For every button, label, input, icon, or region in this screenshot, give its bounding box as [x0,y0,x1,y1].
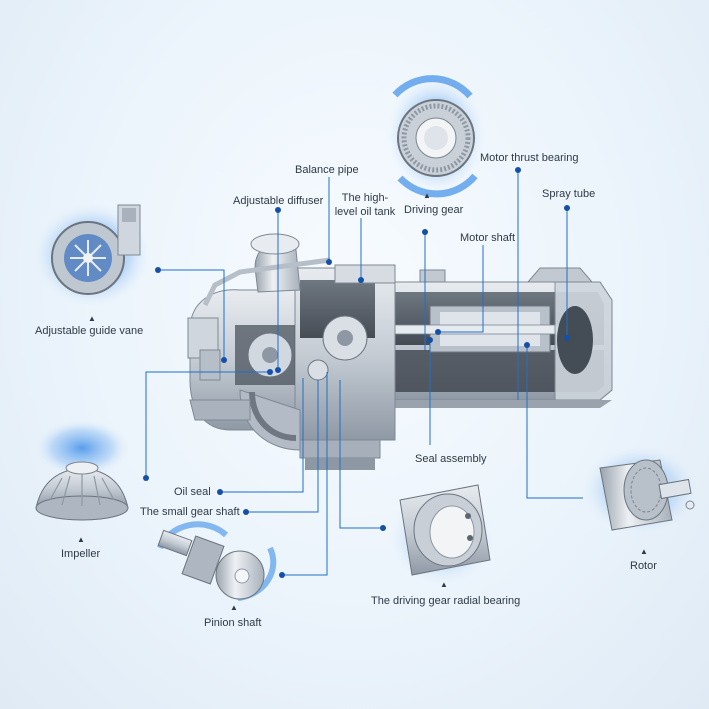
dot-guide-vane-end [221,357,227,363]
label-high-level-oil-tank: The high- level oil tank [334,192,396,218]
dot-guide-vane [155,267,161,273]
rotor-image [578,442,702,538]
label-pinion-shaft: Pinion shaft [204,617,262,629]
dot-driving-gear [422,229,428,235]
label-spray-tube: Spray tube [542,188,596,200]
marker-pinion-shaft: ▲ [230,603,238,612]
label-driving-gear-radial-bearing: The driving gear radial bearing [371,595,521,607]
dot-pinion-shaft [279,572,285,578]
label-driving-gear: Driving gear [404,204,464,216]
marker-rotor: ▲ [640,547,648,556]
dot-impeller-end [267,369,273,375]
label-seal-assembly: Seal assembly [415,453,487,465]
dot-balance-pipe [326,259,332,265]
marker-driving-gear: ▲ [423,191,431,200]
leader-dots [143,167,570,578]
dot-adjustable-diffuser [275,207,281,213]
label-balance-pipe: Balance pipe [295,164,359,176]
dot-small-gear-shaft [243,509,249,515]
dot-oil-seal [217,489,223,495]
label-adjustable-guide-vane: Adjustable guide vane [35,325,144,337]
label-oil-seal: Oil seal [174,486,211,498]
driving-gear-radial-bearing-image [386,484,498,588]
dot-rotor [524,342,530,348]
adjustable-guide-vane-image [30,200,154,310]
dot-seal-assembly [427,337,433,343]
label-motor-shaft: Motor shaft [460,232,516,244]
dot-spray-tube [564,205,570,211]
impeller-image [32,418,132,521]
dot-oil-tank [358,277,364,283]
dot-spray-tube-end [564,335,570,341]
dot-impeller [143,475,149,481]
dot-adjustable-diffuser-end [275,367,281,373]
pinion-shaft-image [157,521,277,601]
marker-guide-vane: ▲ [88,314,96,323]
label-adjustable-diffuser: Adjustable diffuser [233,195,324,207]
marker-radial-bearing: ▲ [440,580,448,589]
label-motor-thrust-bearing: Motor thrust bearing [480,152,579,164]
marker-impeller: ▲ [77,535,85,544]
dot-motor-thrust-bearing [515,167,521,173]
driving-gear-image [384,73,488,198]
leader-lines [145,170,583,576]
label-small-gear-shaft: The small gear shaft [140,506,240,518]
compressor-body [187,233,613,470]
label-impeller: Impeller [61,548,101,560]
dot-motor-shaft [435,329,441,335]
dot-radial-bearing [380,525,386,531]
label-rotor: Rotor [630,560,657,572]
